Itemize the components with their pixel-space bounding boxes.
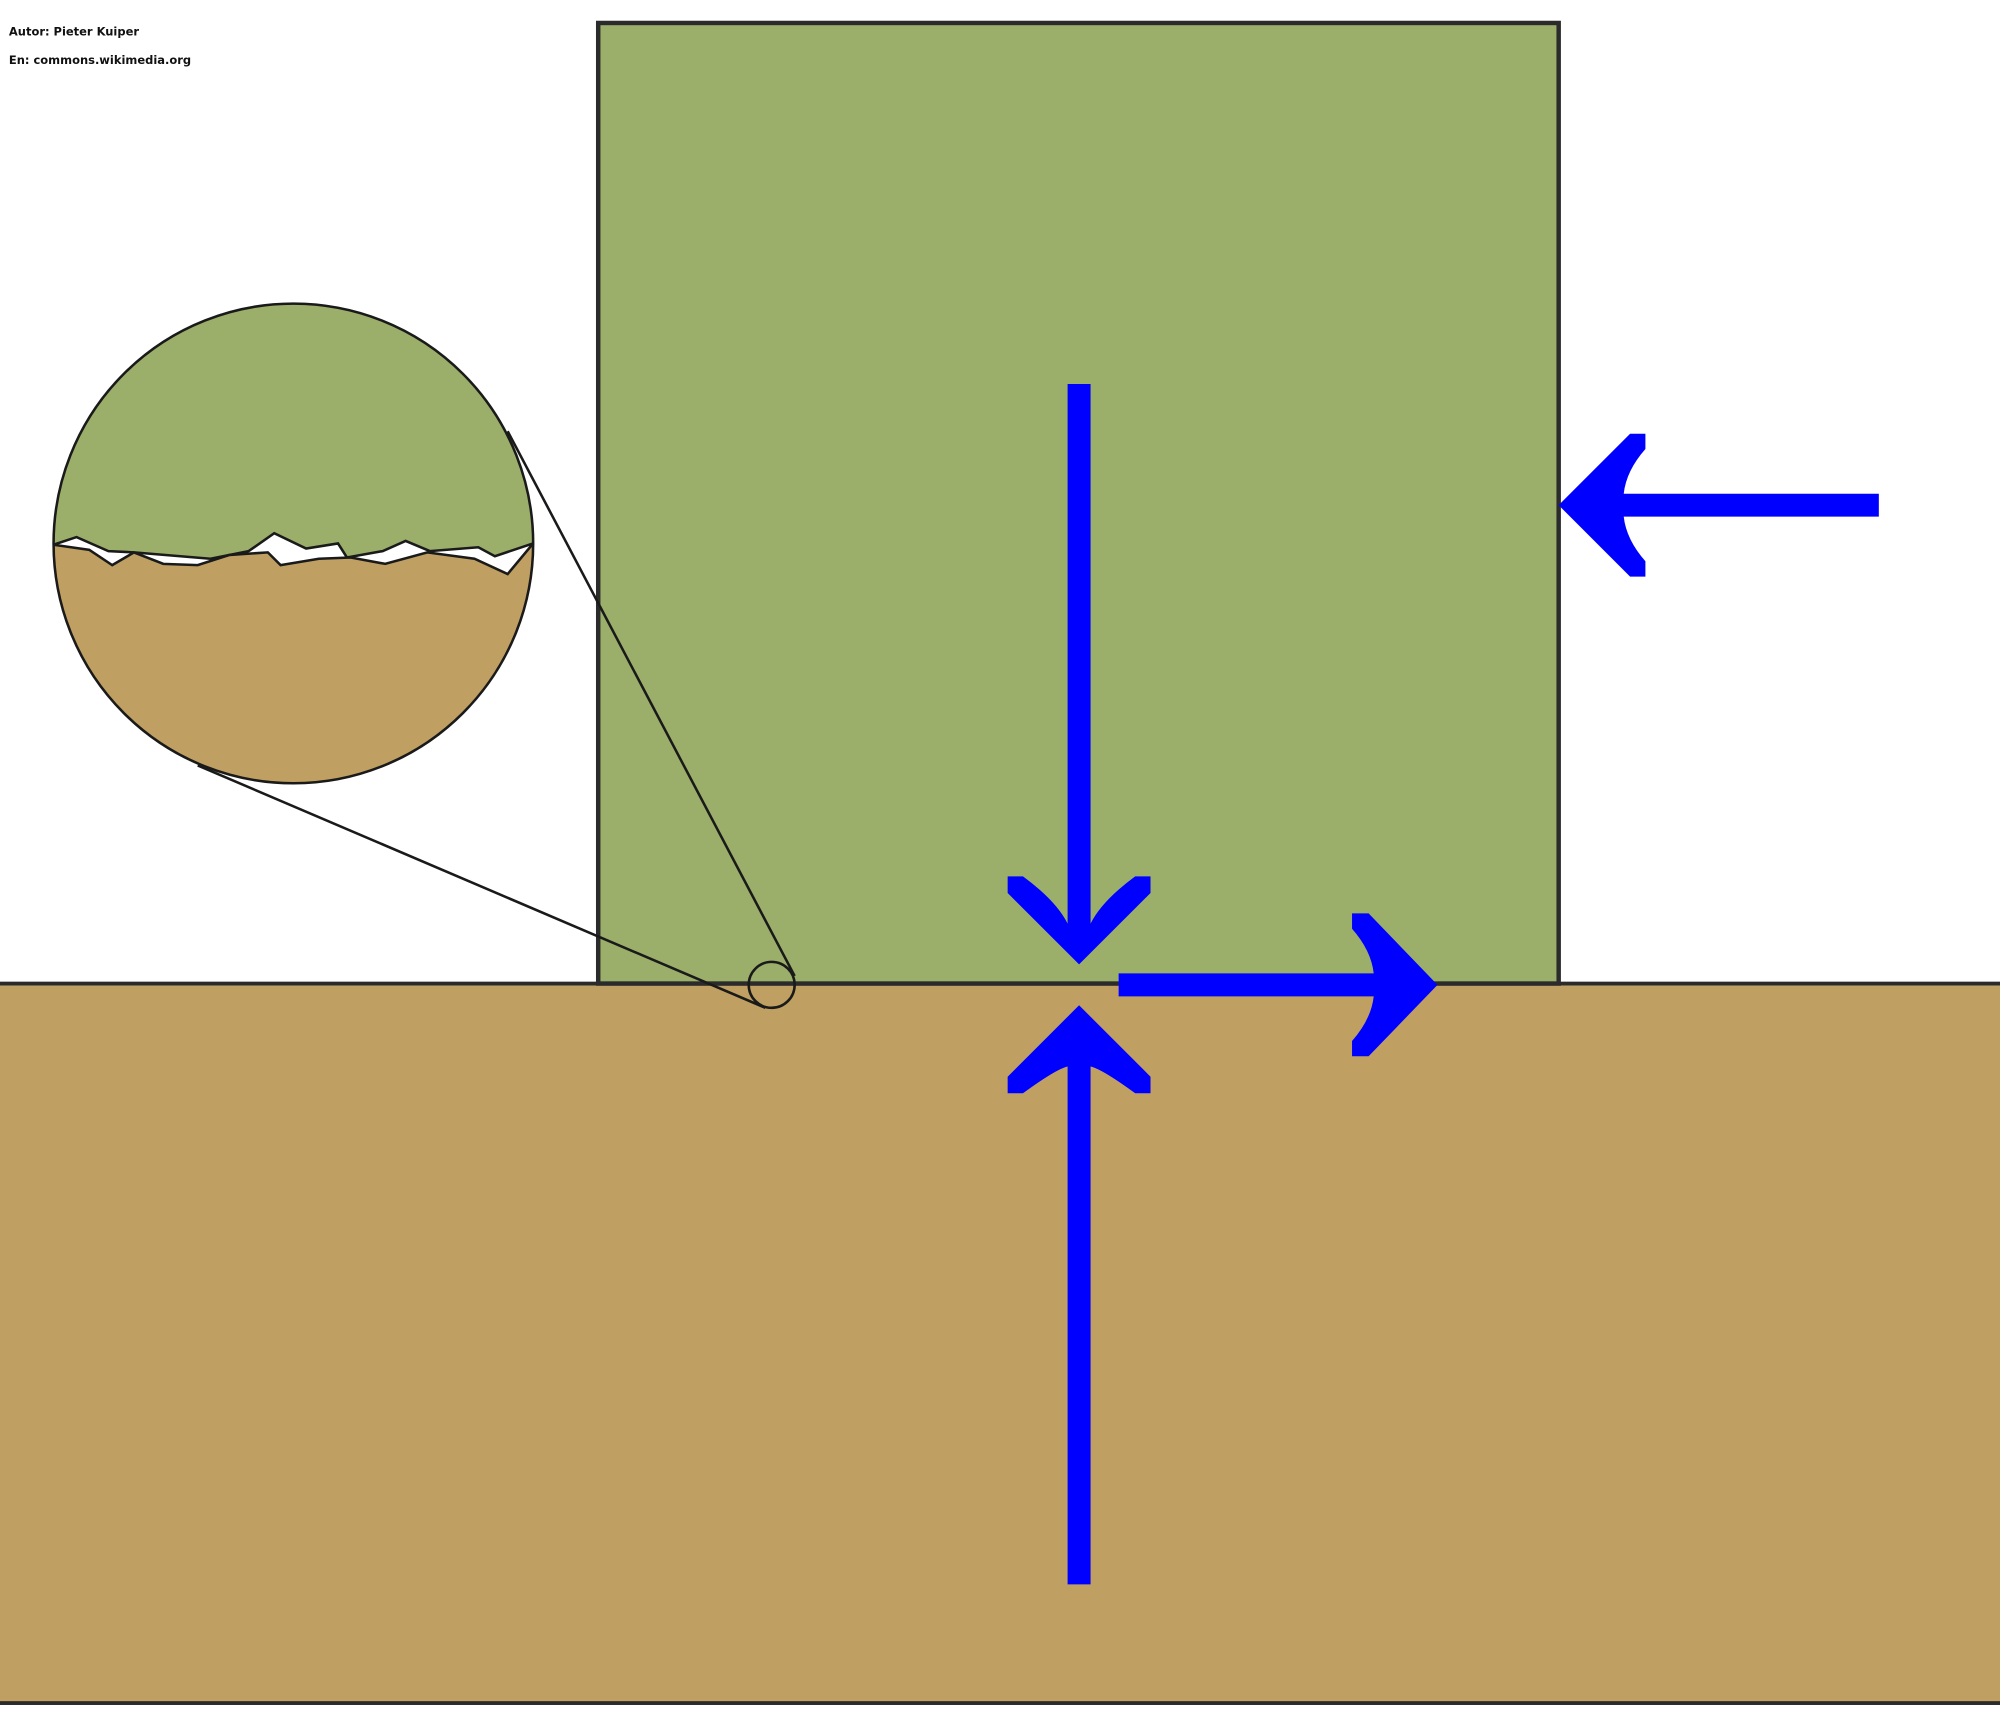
arrow-right-icon	[1118, 913, 1438, 1057]
contact-point-circle	[747, 960, 796, 1010]
author-credit: Autor: Pieter Kuiper	[9, 25, 139, 39]
arrow-down-icon	[1007, 383, 1151, 965]
magnified-block-surface	[53, 303, 534, 561]
ground	[0, 981, 2000, 1705]
zoom-line-upper	[506, 430, 796, 977]
source-credit: En: commons.wikimedia.org	[9, 53, 191, 67]
zoom-line-lower	[197, 764, 766, 1009]
magnified-ground-surface	[53, 542, 534, 784]
arrow-up-icon	[1007, 1005, 1151, 1585]
magnifier-circle-icon	[53, 303, 534, 784]
arrow-left-icon	[1558, 433, 1879, 577]
